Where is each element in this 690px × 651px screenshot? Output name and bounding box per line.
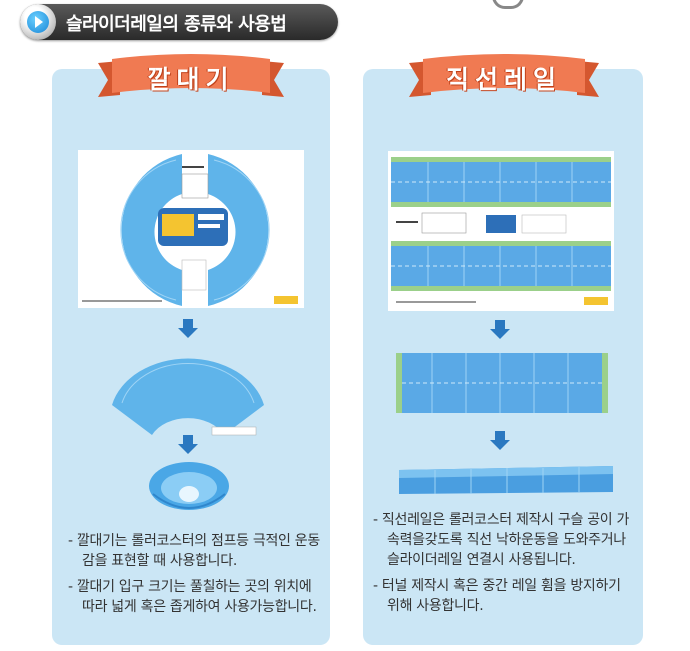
straight-rail-flat xyxy=(396,353,608,413)
arrow-right-icon xyxy=(27,11,49,33)
straight-rail-folded xyxy=(399,466,613,496)
funnel-card: 깔대기 xyxy=(52,54,330,645)
funnel-title: 깔대기 xyxy=(147,65,235,94)
straight-rail-description-item: 직선레일은 롤러코스터 제작시 구슬 공이 가속력을갖도록 직선 낙하운동을 도… xyxy=(373,510,637,570)
funnel-description-item: 깔대기 입구 크기는 풀칠하는 곳의 위치에 따라 넓게 혹은 좁게하여 사용가… xyxy=(68,577,320,617)
funnel-description-item: 깔대기는 롤러코스터의 점프등 극적인 운동감을 표현할 때 사용합니다. xyxy=(68,531,320,571)
straight-rail-ribbon: 직선레일 xyxy=(409,51,599,101)
section-header: 슬라이더레일의 종류와 사용법 xyxy=(20,4,338,40)
funnel-fan-shape xyxy=(108,347,268,439)
straight-rail-title: 직선레일 xyxy=(445,65,562,94)
funnel-cone xyxy=(147,460,231,520)
straight-rail-description: 직선레일은 롤러코스터 제작시 구슬 공이 가속력을갖도록 직선 낙하운동을 도… xyxy=(373,510,637,622)
straight-rail-description-item: 터널 제작시 혹은 중간 레일 휨을 방지하기 위해 사용합니다. xyxy=(373,576,637,616)
straight-rail-card: 직선레일 xyxy=(363,54,643,645)
funnel-template-sheet xyxy=(78,150,304,308)
funnel-ribbon: 깔대기 xyxy=(98,51,284,101)
decorative-ring xyxy=(492,0,524,9)
page-title: 슬라이더레일의 종류와 사용법 xyxy=(66,14,287,35)
straight-rail-template-sheet xyxy=(388,151,614,311)
funnel-description: 깔대기는 롤러코스터의 점프등 극적인 운동감을 표현할 때 사용합니다. 깔대… xyxy=(68,531,320,623)
header-badge xyxy=(20,4,56,40)
